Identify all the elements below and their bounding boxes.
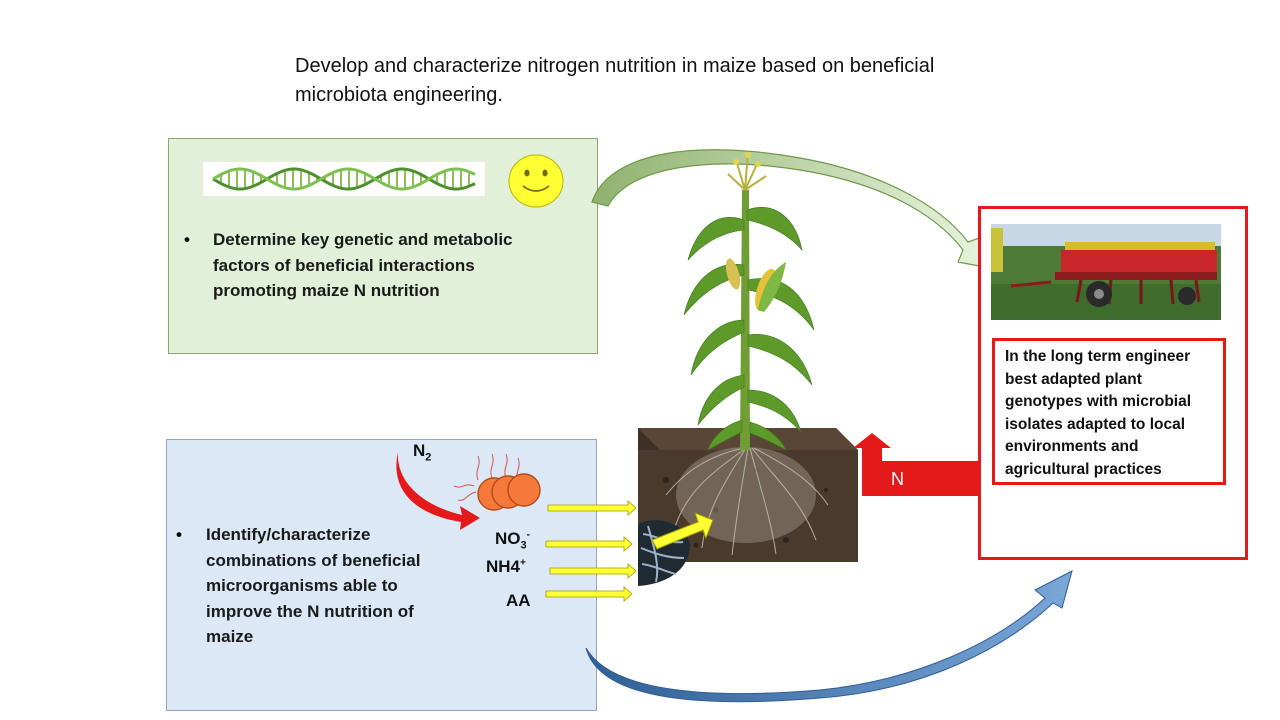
no3-arrow xyxy=(545,536,633,552)
bullet-point: • xyxy=(184,230,190,249)
genetic-factors-text: Determine key genetic and metabolic fact… xyxy=(213,230,513,300)
root-uptake-arrow xyxy=(651,512,714,550)
n-arrow-label: N xyxy=(891,469,904,489)
n2-label: N2 xyxy=(413,441,432,464)
bacteria-cluster-icon xyxy=(453,453,541,511)
smiley-face-icon xyxy=(508,154,564,208)
bullet-point: • xyxy=(176,525,182,544)
aa-arrow xyxy=(545,586,633,602)
long-term-text: In the long term engineer best adapted p… xyxy=(992,338,1226,485)
page-title: Develop and characterize nitrogen nutrit… xyxy=(295,55,935,106)
dna-helix-icon xyxy=(203,162,485,196)
seeder-machine-photo xyxy=(991,224,1221,320)
nh4-arrow xyxy=(549,563,637,579)
aa-label: AA xyxy=(506,591,531,610)
bacteria-output-arrow xyxy=(547,500,637,516)
microorganisms-text: Identify/characterize combinations of be… xyxy=(206,525,421,646)
nh4-label: NH4+ xyxy=(486,557,526,576)
no3-label: NO3- xyxy=(495,529,530,552)
